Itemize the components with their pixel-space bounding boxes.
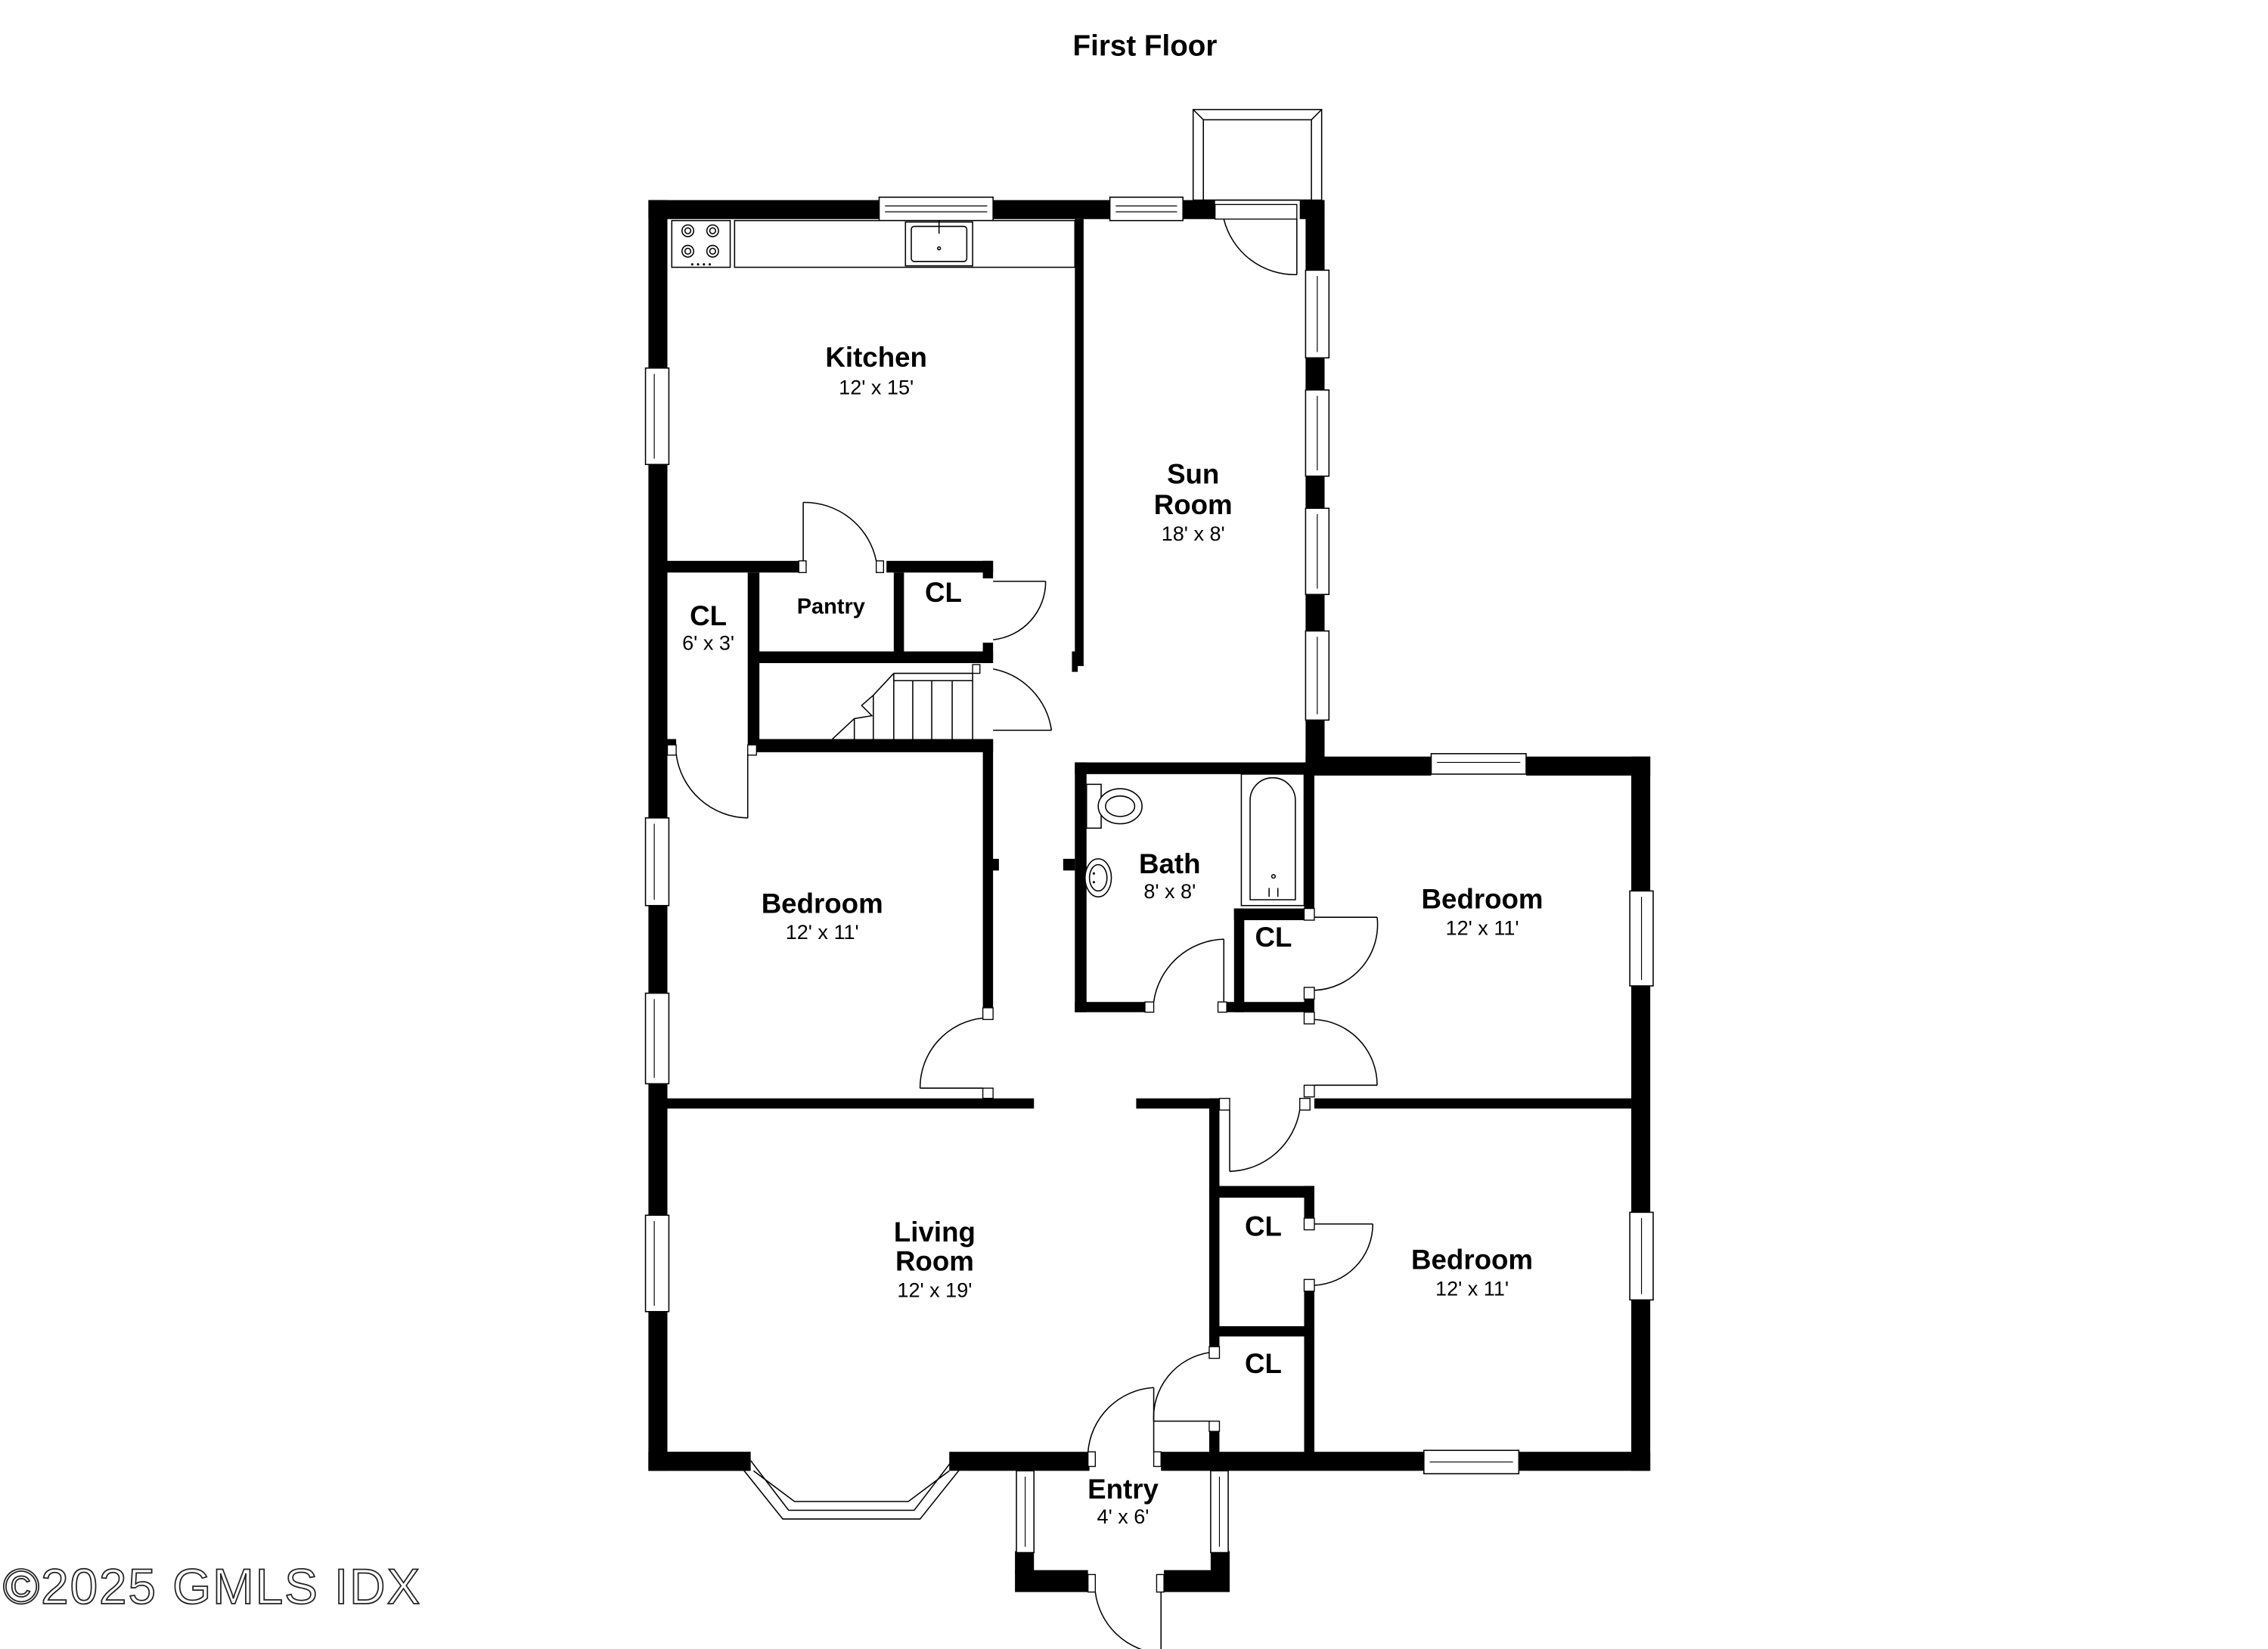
room-dims: 8' x 8' (1143, 880, 1196, 903)
room-name: Bedroom (1411, 1244, 1533, 1275)
room-closet-bath: CL (1255, 922, 1292, 953)
room-pantry: Pantry (797, 594, 865, 618)
doors (666, 203, 1379, 1649)
door-bath-closet[interactable] (1303, 907, 1379, 1000)
room-name-line2: Room (1154, 489, 1233, 520)
stove-icon (681, 224, 719, 266)
stairs-icon (832, 672, 973, 740)
door-pantry[interactable] (798, 501, 884, 573)
room-dims: 6' x 3' (682, 632, 734, 655)
bay-window-icon (648, 1452, 962, 1520)
bath-sink-icon (1084, 858, 1112, 897)
room-dims: 12' x 11' (1446, 916, 1519, 939)
room-closet-bed3-lower: CL (1245, 1348, 1282, 1379)
room-name-line1: Living (894, 1217, 976, 1248)
room-name: Entry (1087, 1474, 1159, 1505)
room-dims: 12' x 11' (1435, 1278, 1509, 1300)
door-bedroom-3[interactable] (1218, 1098, 1311, 1173)
windows (644, 197, 1654, 1554)
door-closet-lower[interactable] (1153, 1346, 1221, 1432)
door-closet-upper[interactable] (1303, 1217, 1374, 1292)
door-hall-closet[interactable] (666, 744, 757, 819)
room-entry: Entry 4' x 6' (1087, 1474, 1159, 1528)
room-name: CL (925, 577, 962, 608)
door-bedroom-2[interactable] (1303, 1012, 1378, 1098)
room-dims: 4' x 6' (1097, 1505, 1150, 1528)
door-entry-exterior[interactable] (1087, 1573, 1165, 1649)
room-dims: 12' x 15' (839, 377, 914, 399)
room-name: CL (1245, 1348, 1282, 1379)
room-closet-hall: CL 6' x 3' (682, 600, 734, 655)
door-sunroom-exterior[interactable] (1215, 203, 1298, 275)
room-sun-room: Sun Room 18' x 8' (1154, 458, 1233, 544)
copyright-watermark: ©2025 GMLS IDX (3, 1559, 421, 1614)
room-dims: 18' x 8' (1162, 522, 1225, 545)
room-closet-pantry: CL (925, 577, 962, 608)
room-name-line1: Sun (1167, 458, 1219, 489)
porch-icon (1192, 109, 1323, 201)
room-name-line2: Room (895, 1246, 974, 1277)
room-dims: 12' x 19' (897, 1279, 972, 1301)
room-dims: 12' x 11' (786, 921, 859, 944)
door-entry-interior[interactable] (1087, 1387, 1162, 1468)
room-bedroom-2: Bedroom 12' x 11' (1422, 884, 1544, 940)
room-name: Bedroom (762, 888, 883, 919)
door-bedroom-1[interactable] (919, 1007, 994, 1099)
room-bedroom-3: Bedroom 12' x 11' (1411, 1244, 1533, 1300)
room-bedroom-1: Bedroom 12' x 11' (762, 888, 883, 944)
kitchen-counter (671, 219, 1076, 268)
sink-icon (904, 220, 973, 267)
room-name: Kitchen (825, 342, 927, 373)
room-name: Bath (1139, 848, 1201, 879)
room-name: CL (1255, 922, 1292, 953)
toilet-icon (1085, 783, 1143, 829)
room-bath: Bath 8' x 8' (1139, 848, 1201, 903)
room-closet-bed3-upper: CL (1245, 1210, 1282, 1241)
room-name: CL (690, 600, 727, 631)
door-bath[interactable] (1144, 938, 1227, 1013)
bathtub-icon (1240, 773, 1305, 907)
room-name: Pantry (797, 594, 865, 618)
walls (648, 200, 1651, 1592)
room-name: CL (1245, 1210, 1282, 1241)
room-living-room: Living Room 12' x 19' (894, 1217, 976, 1301)
door-stairs[interactable] (972, 664, 1053, 731)
door-pantry-closet[interactable] (993, 581, 1047, 640)
room-name: Bedroom (1422, 884, 1544, 915)
floor-title: First Floor (1073, 29, 1218, 62)
room-kitchen: Kitchen 12' x 15' (825, 342, 927, 399)
